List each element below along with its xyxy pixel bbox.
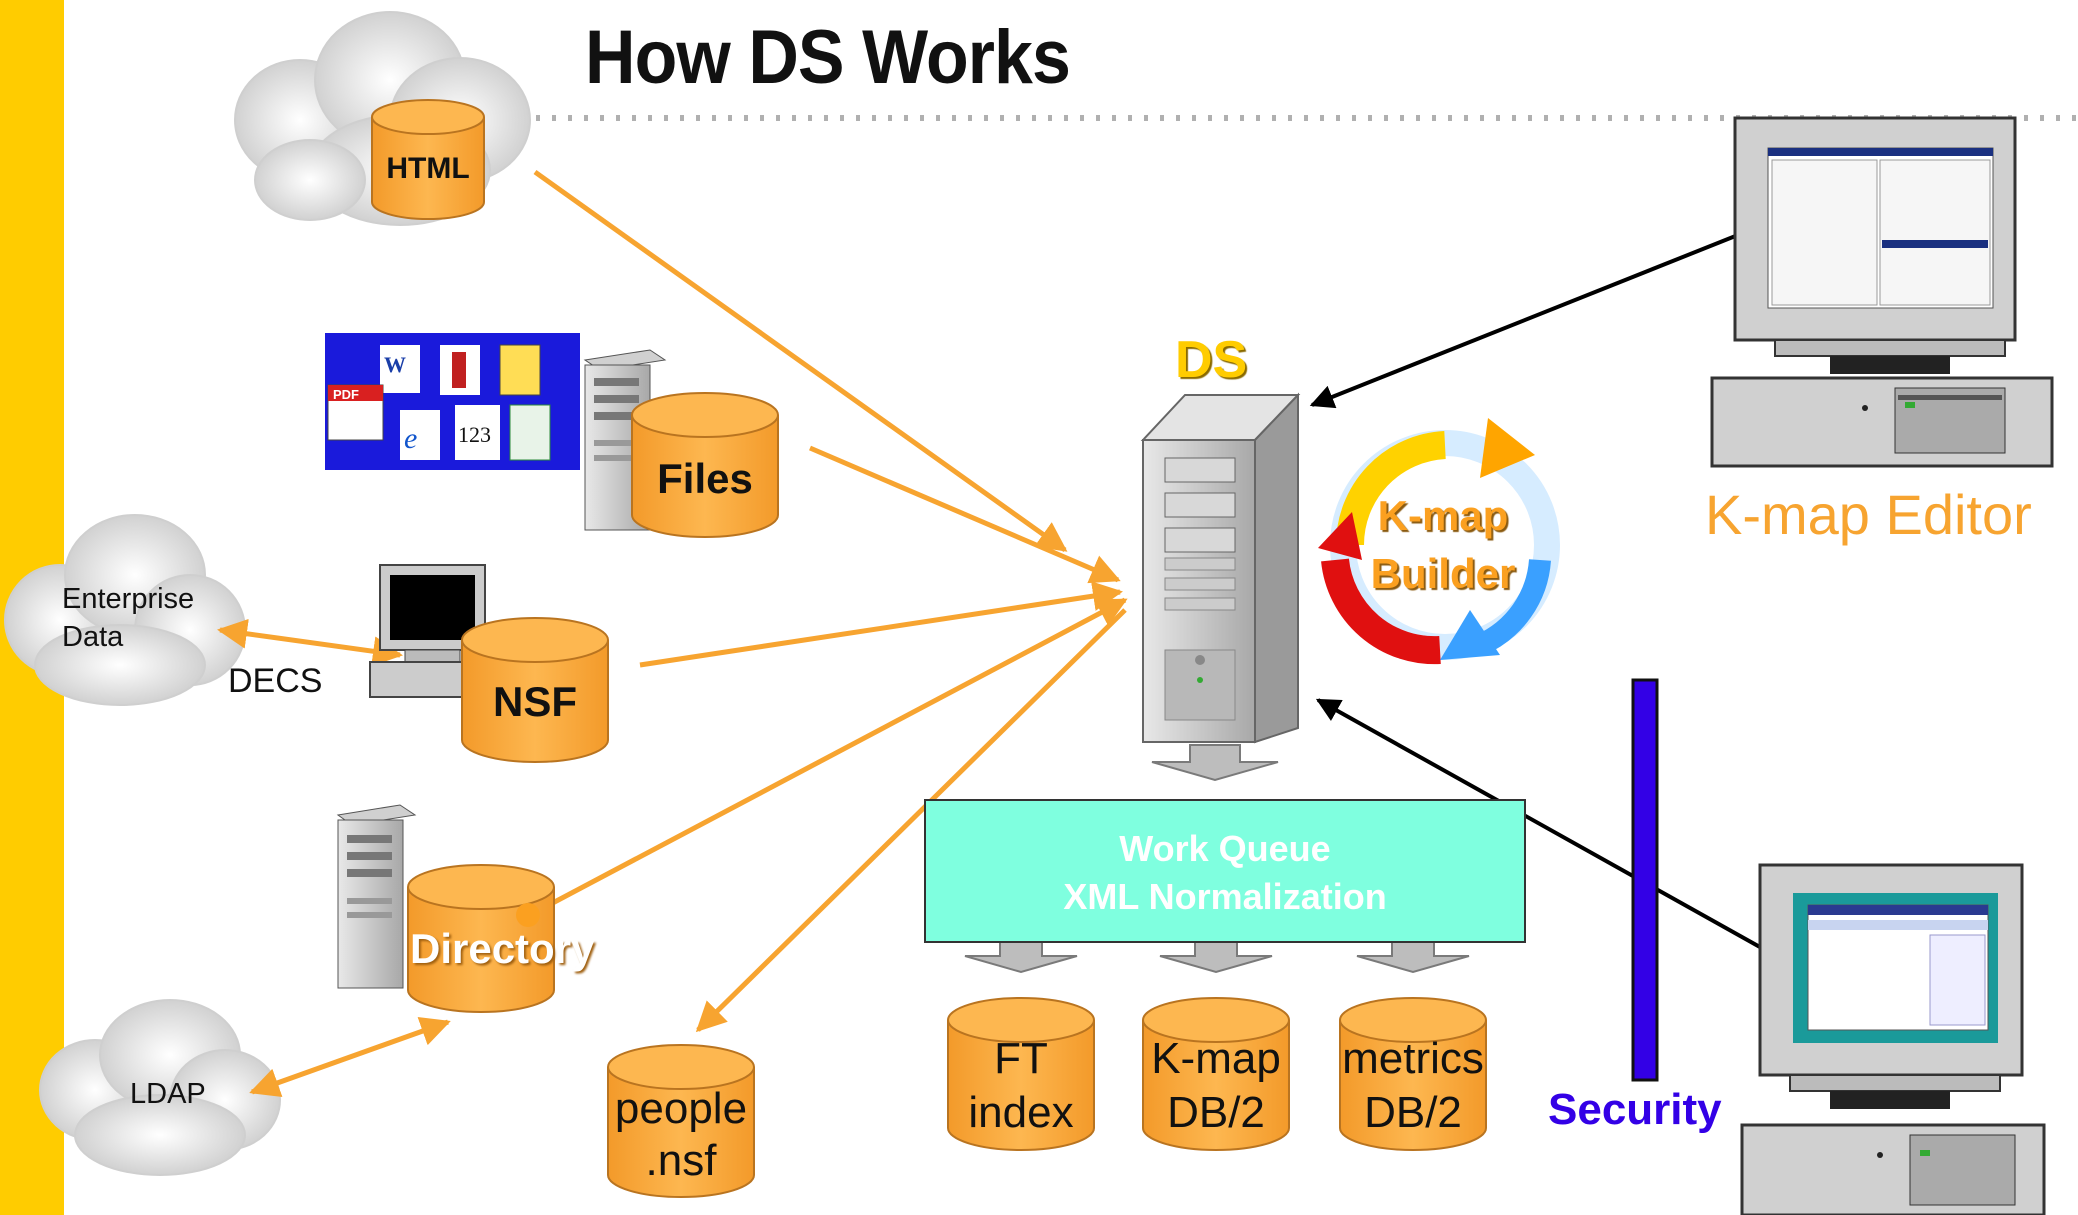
arrow-html-to-ds (533, 169, 1068, 553)
work-queue-label: Work Queue XML Normalization (925, 825, 1525, 921)
arrow-dir-to-ds (528, 597, 1128, 918)
down-arrow (1151, 744, 1279, 782)
browser-computer-icon (1740, 863, 2046, 1215)
cylinder-metrics-db2 (1339, 997, 1487, 1151)
work-queue-box (924, 799, 1526, 943)
html-label: HTML (386, 152, 470, 185)
enterprise-line1: Enterprise (62, 583, 195, 615)
metrics-db2-label: metrics DB/2 (1330, 1032, 1496, 1140)
ldap-label: LDAP (130, 1078, 206, 1110)
down-arrow (964, 941, 1078, 974)
arrow-decs (217, 618, 403, 667)
metrics-line2: DB/2 (1364, 1088, 1462, 1137)
security-label: Security (1548, 1085, 1722, 1134)
decs-label: DECS (228, 662, 323, 700)
nsf-label: NSF (493, 678, 577, 725)
files-label: Files (657, 455, 753, 502)
arrow-ldap (249, 1016, 451, 1098)
security-bar (1631, 678, 1659, 1082)
work-queue-line2: XML Normalization (1063, 876, 1387, 917)
down-arrow (1159, 941, 1273, 974)
metrics-line1: metrics (1342, 1034, 1484, 1083)
arrow-ds-to-people (695, 608, 1127, 1033)
people-line2: .nsf (645, 1136, 717, 1185)
cylinder-people (607, 1044, 755, 1198)
builder-line1: K-map (1377, 492, 1509, 539)
arrow-nsf-to-ds (639, 581, 1123, 668)
kmap-editor-computer-icon (1710, 116, 2054, 468)
cylinder-kmap-db2 (1142, 997, 1290, 1151)
page-title: How DS Works (585, 15, 1071, 100)
svg-text:e: e (404, 422, 417, 455)
cylinder-files (631, 392, 779, 538)
server-tower-icon (336, 804, 417, 989)
work-queue-line1: Work Queue (1119, 828, 1331, 869)
builder-line2: Builder (1370, 550, 1516, 597)
enterprise-line2: Data (62, 621, 124, 653)
down-arrow (1356, 941, 1470, 974)
ft-index-label: FT index (948, 1032, 1094, 1140)
directory-label: Directory (410, 925, 595, 972)
cylinder-html (371, 99, 485, 220)
cylinder-directory (407, 864, 555, 1013)
kmap-builder-cycle-icon (1318, 418, 1560, 665)
svg-text:PDF: PDF (333, 387, 359, 402)
kmap-editor-label: K-map Editor (1705, 483, 2032, 546)
arrow-ds-browser (1315, 698, 1813, 977)
kmap-builder-label: K-map Builder (1368, 487, 1518, 603)
cylinder-ft-index (947, 997, 1095, 1151)
kmap-db-line2: DB/2 (1167, 1088, 1265, 1137)
svg-text:W: W (384, 352, 406, 377)
cylinder-nsf (461, 617, 609, 763)
file-types-panel: W PDF e 123 (325, 333, 580, 470)
arrow-files-to-ds (809, 445, 1121, 584)
people-line1: people (614, 1084, 748, 1133)
kmap-db-line1: K-map (1151, 1034, 1281, 1083)
kmap-db2-label: K-map DB/2 (1143, 1032, 1289, 1140)
ft-line2: index (968, 1088, 1074, 1137)
ds-label: DS (1175, 331, 1248, 389)
people-label: people .nsf (608, 1083, 754, 1187)
ft-line1: FT (994, 1034, 1048, 1083)
ds-server-icon (1140, 392, 1301, 744)
svg-text:123: 123 (458, 422, 491, 447)
arrow-editor-ds (1309, 221, 1766, 409)
enterprise-data-label: Enterprise Data (62, 580, 194, 656)
